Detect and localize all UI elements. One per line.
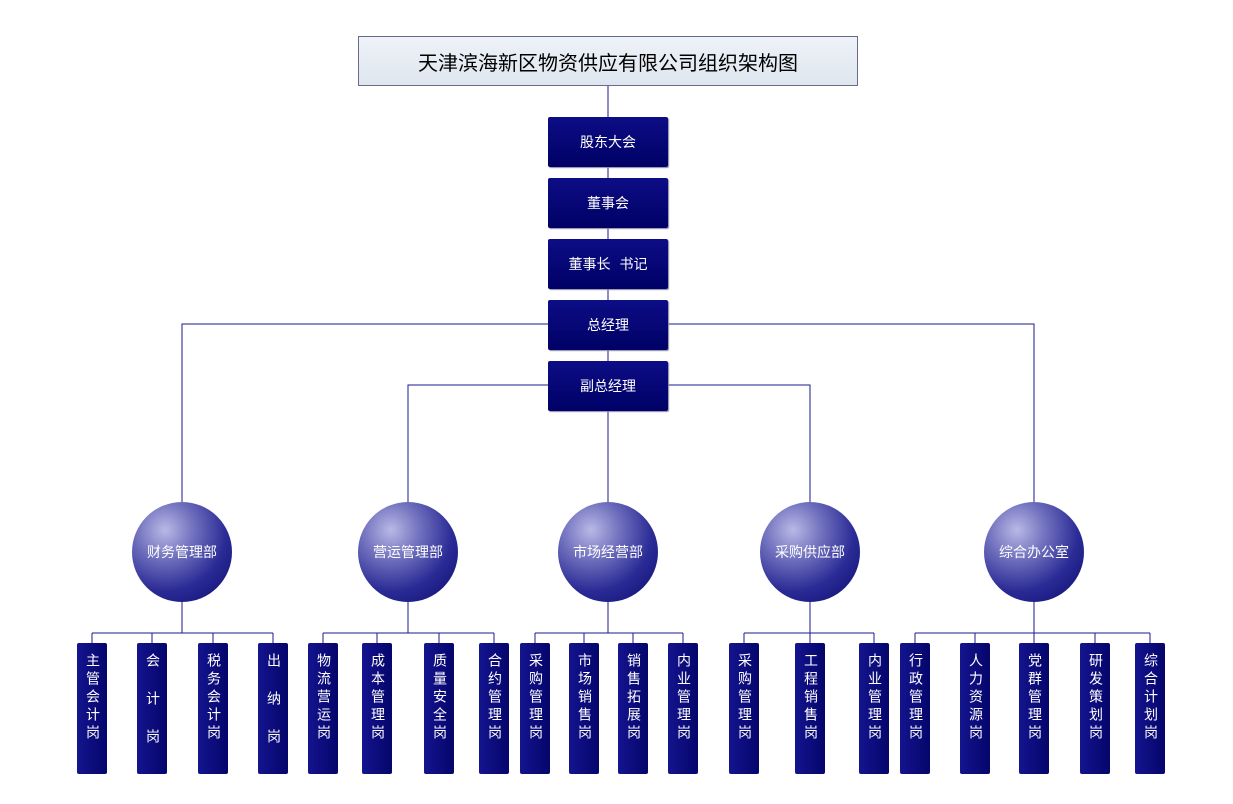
post-label: 工程销售岗 <box>802 653 818 743</box>
post-marketing-2: 市场销售岗 <box>569 643 599 774</box>
post-label: 销售拓展岗 <box>625 653 641 743</box>
dept-procurement: 采购供应部 <box>760 502 860 602</box>
post-label: 成本管理岗 <box>369 653 385 743</box>
dept-marketing: 市场经营部 <box>558 502 658 602</box>
node-deputy-general-manager: 副总经理 <box>548 361 668 411</box>
post-label: 税务会计岗 <box>205 653 221 743</box>
post-label: 合约管理岗 <box>486 653 502 743</box>
post-label: 人力资源岗 <box>967 653 983 743</box>
post-marketing-4: 内业管理岗 <box>668 643 698 774</box>
post-procurement-3: 内业管理岗 <box>859 643 889 774</box>
dept-finance: 财务管理部 <box>132 502 232 602</box>
post-label: 物流营运岗 <box>315 653 331 743</box>
post-finance-1: 主管会计岗 <box>77 643 107 774</box>
post-label: 内业管理岗 <box>675 653 691 743</box>
dept-operations: 营运管理部 <box>358 502 458 602</box>
post-label: 内业管理岗 <box>866 653 882 743</box>
post-label: 主管会计岗 <box>84 653 100 743</box>
node-chairman-secretary: 董事长 书记 <box>548 239 668 289</box>
post-label: 研发策划岗 <box>1087 653 1103 743</box>
post-finance-4: 出 纳 岗 <box>258 643 288 774</box>
post-label: 党群管理岗 <box>1026 653 1042 743</box>
post-label: 出 纳 岗 <box>265 653 281 747</box>
post-label: 行政管理岗 <box>907 653 923 743</box>
post-marketing-1: 采购管理岗 <box>520 643 550 774</box>
post-office-2: 人力资源岗 <box>960 643 990 774</box>
node-shareholders-meeting: 股东大会 <box>548 117 668 167</box>
post-label: 采购管理岗 <box>527 653 543 743</box>
post-marketing-3: 销售拓展岗 <box>618 643 648 774</box>
post-office-4: 研发策划岗 <box>1080 643 1110 774</box>
post-operations-3: 质量安全岗 <box>424 643 454 774</box>
post-office-1: 行政管理岗 <box>900 643 930 774</box>
post-operations-4: 合约管理岗 <box>479 643 509 774</box>
node-board-of-directors: 董事会 <box>548 178 668 228</box>
post-office-5: 综合计划岗 <box>1135 643 1165 774</box>
post-procurement-2: 工程销售岗 <box>795 643 825 774</box>
post-label: 会 计 岗 <box>144 653 160 747</box>
post-procurement-1: 采购管理岗 <box>729 643 759 774</box>
node-general-manager: 总经理 <box>548 300 668 350</box>
post-finance-2: 会 计 岗 <box>137 643 167 774</box>
post-label: 采购管理岗 <box>736 653 752 743</box>
post-label: 综合计划岗 <box>1142 653 1158 743</box>
post-label: 市场销售岗 <box>576 653 592 743</box>
dept-general-office: 综合办公室 <box>984 502 1084 602</box>
post-operations-2: 成本管理岗 <box>362 643 392 774</box>
post-operations-1: 物流营运岗 <box>308 643 338 774</box>
chart-title: 天津滨海新区物资供应有限公司组织架构图 <box>358 36 858 86</box>
post-office-3: 党群管理岗 <box>1019 643 1049 774</box>
post-finance-3: 税务会计岗 <box>198 643 228 774</box>
post-label: 质量安全岗 <box>431 653 447 743</box>
